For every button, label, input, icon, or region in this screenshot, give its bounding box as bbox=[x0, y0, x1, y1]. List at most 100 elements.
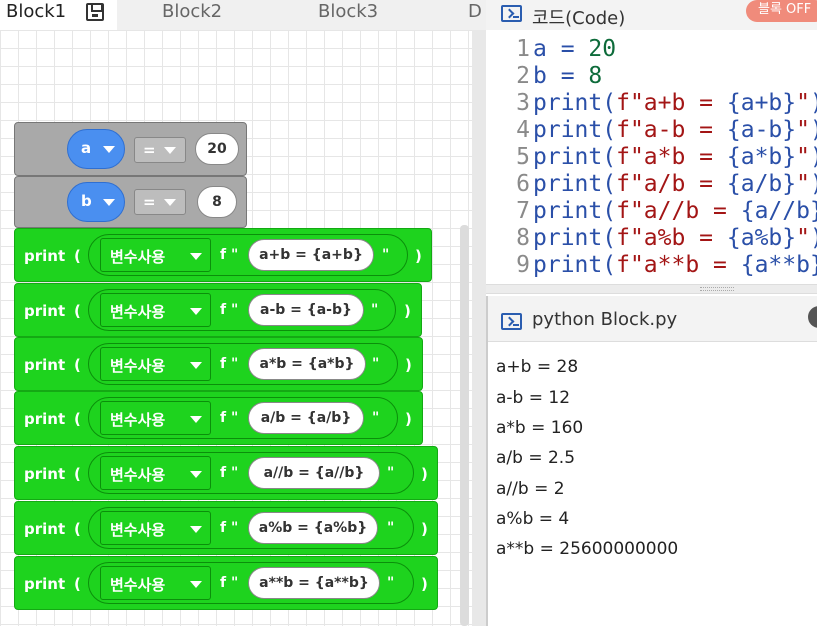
close-paren: ) bbox=[415, 247, 422, 265]
line-number: 2 bbox=[516, 63, 530, 89]
fstring-input[interactable]: a/b = {a/b} bbox=[248, 402, 364, 434]
splitter-grip-icon[interactable] bbox=[700, 287, 734, 291]
print-block[interactable]: print ( 변수사용 f " a-b = {a-b} " ) bbox=[14, 283, 422, 337]
tab-block1[interactable]: Block1 bbox=[0, 0, 117, 30]
argument-slot bbox=[88, 562, 414, 604]
variable-use-dropdown[interactable]: 변수사용 bbox=[100, 238, 211, 272]
line-number: 9 bbox=[516, 252, 530, 278]
fstring-prefix: f " bbox=[220, 520, 239, 536]
workspace-divider[interactable] bbox=[472, 30, 486, 626]
print-block[interactable]: print ( 변수사용 f " a/b = {a/b} " ) bbox=[14, 391, 423, 445]
variable-dropdown-a[interactable]: a bbox=[67, 129, 125, 169]
chevron-down-icon bbox=[190, 362, 202, 369]
block-toggle-button[interactable]: 블록 OFF bbox=[746, 0, 817, 22]
assign-block-a[interactable]: a = 20 bbox=[14, 122, 247, 176]
variable-label: a bbox=[81, 139, 92, 157]
print-block[interactable]: print ( 변수사용 f " a//b = {a//b} " ) bbox=[14, 446, 438, 500]
fstring-prefix: f " bbox=[220, 465, 239, 481]
code-token: ) bbox=[810, 144, 817, 170]
close-paren: ) bbox=[421, 520, 428, 538]
code-text: print(f"a**b = {a**b}") bbox=[533, 252, 817, 278]
fstring-suffix: " bbox=[372, 356, 380, 372]
tab-block2[interactable]: Block2 bbox=[162, 0, 222, 30]
chevron-down-icon bbox=[103, 146, 115, 153]
chevron-down-icon bbox=[190, 471, 202, 478]
code-token: " bbox=[796, 171, 810, 197]
info-icon[interactable] bbox=[808, 306, 817, 328]
code-text: print(f"a%b = {a%b}") bbox=[533, 225, 817, 251]
output-panel-header bbox=[486, 296, 817, 342]
variable-use-dropdown[interactable]: 변수사용 bbox=[100, 456, 211, 490]
variable-use-dropdown[interactable]: 변수사용 bbox=[100, 347, 211, 381]
line-number: 7 bbox=[516, 198, 530, 224]
output-console bbox=[486, 343, 817, 626]
variable-use-dropdown[interactable]: 변수사용 bbox=[100, 401, 211, 435]
value-input-b[interactable]: 8 bbox=[197, 186, 237, 218]
code-text: print(f"a+b = {a+b}") bbox=[533, 90, 817, 116]
workspace-scrollbar[interactable] bbox=[460, 225, 469, 626]
output-line: a//b = 2 bbox=[496, 479, 565, 499]
chevron-down-icon bbox=[164, 147, 176, 154]
variable-use-dropdown[interactable]: 변수사용 bbox=[100, 293, 211, 327]
save-icon[interactable] bbox=[86, 3, 104, 21]
variable-use-label: 변수사용 bbox=[110, 466, 166, 484]
print-keyword: print bbox=[24, 575, 66, 593]
print-keyword: print bbox=[24, 465, 66, 483]
fstring-input[interactable]: a+b = {a+b} bbox=[248, 239, 374, 271]
fstring-suffix: " bbox=[382, 247, 390, 263]
variable-use-dropdown[interactable]: 변수사용 bbox=[100, 511, 211, 545]
argument-slot bbox=[88, 343, 398, 385]
code-token: print( bbox=[533, 225, 617, 251]
open-paren: ( bbox=[74, 465, 81, 483]
code-token: f"a/b = bbox=[616, 171, 727, 197]
chevron-down-icon bbox=[190, 416, 202, 423]
close-paren: ) bbox=[404, 302, 411, 320]
variable-use-label: 변수사용 bbox=[110, 303, 166, 321]
code-token: print( bbox=[533, 90, 617, 116]
print-block[interactable]: print ( 변수사용 f " a%b = {a%b} " ) bbox=[14, 501, 438, 555]
line-number: 5 bbox=[516, 144, 530, 170]
close-paren: ) bbox=[405, 356, 412, 374]
code-token: {a**b} bbox=[740, 252, 817, 278]
variable-use-dropdown[interactable]: 변수사용 bbox=[100, 566, 211, 600]
code-token: a = bbox=[533, 36, 589, 62]
fstring-input[interactable]: a-b = {a-b} bbox=[248, 294, 364, 326]
tab-label: Block1 bbox=[6, 1, 67, 22]
fstring-suffix: " bbox=[387, 465, 395, 481]
code-token: print( bbox=[533, 198, 617, 224]
variable-use-label: 변수사용 bbox=[110, 576, 166, 594]
panel-splitter[interactable] bbox=[486, 284, 817, 294]
operator-dropdown[interactable]: = bbox=[134, 189, 186, 215]
fstring-prefix: f " bbox=[220, 247, 239, 263]
print-block[interactable]: print ( 변수사용 f " a**b = {a**b} " ) bbox=[14, 556, 438, 610]
variable-dropdown-b[interactable]: b bbox=[67, 182, 125, 222]
code-text: print(f"a//b = {a//b}") bbox=[533, 198, 817, 224]
open-paren: ( bbox=[74, 247, 81, 265]
fstring-suffix: " bbox=[387, 575, 395, 591]
tab-label: Block2 bbox=[162, 1, 223, 22]
fstring-input[interactable]: a//b = {a//b} bbox=[248, 457, 380, 489]
print-block[interactable]: print ( 변수사용 f " a*b = {a*b} " ) bbox=[14, 337, 423, 391]
code-token: {a%b} bbox=[726, 225, 797, 251]
fstring-prefix: f " bbox=[220, 302, 239, 318]
argument-slot bbox=[88, 452, 414, 494]
output-line: a**b = 25600000000 bbox=[496, 539, 679, 559]
value-input-a[interactable]: 20 bbox=[195, 133, 239, 165]
code-text: a = 20 bbox=[533, 36, 616, 62]
assign-block-b[interactable]: b = 8 bbox=[14, 176, 247, 228]
close-paren: ) bbox=[421, 575, 428, 593]
tab-label: D bbox=[468, 1, 482, 22]
fstring-input[interactable]: a%b = {a%b} bbox=[248, 512, 378, 544]
fstring-input[interactable]: a*b = {a*b} bbox=[248, 348, 366, 380]
code-token: b = bbox=[533, 63, 589, 89]
fstring-suffix: " bbox=[372, 410, 380, 426]
print-keyword: print bbox=[24, 410, 66, 428]
fstring-input[interactable]: a**b = {a**b} bbox=[248, 567, 380, 599]
operator-dropdown[interactable]: = bbox=[134, 137, 186, 163]
chevron-down-icon bbox=[190, 581, 202, 588]
tab-d[interactable]: D bbox=[468, 0, 482, 30]
print-block[interactable]: print ( 변수사용 f " a+b = {a+b} " ) bbox=[14, 228, 432, 282]
tab-block3[interactable]: Block3 bbox=[318, 0, 378, 30]
code-token: " bbox=[796, 144, 810, 170]
